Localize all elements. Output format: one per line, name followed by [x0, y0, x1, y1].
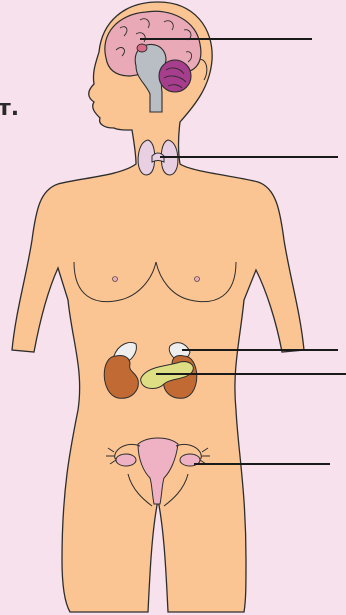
left-ovary: [116, 454, 136, 466]
left-nipple: [113, 277, 118, 282]
right-nipple: [195, 277, 200, 282]
pituitary: [137, 44, 147, 52]
